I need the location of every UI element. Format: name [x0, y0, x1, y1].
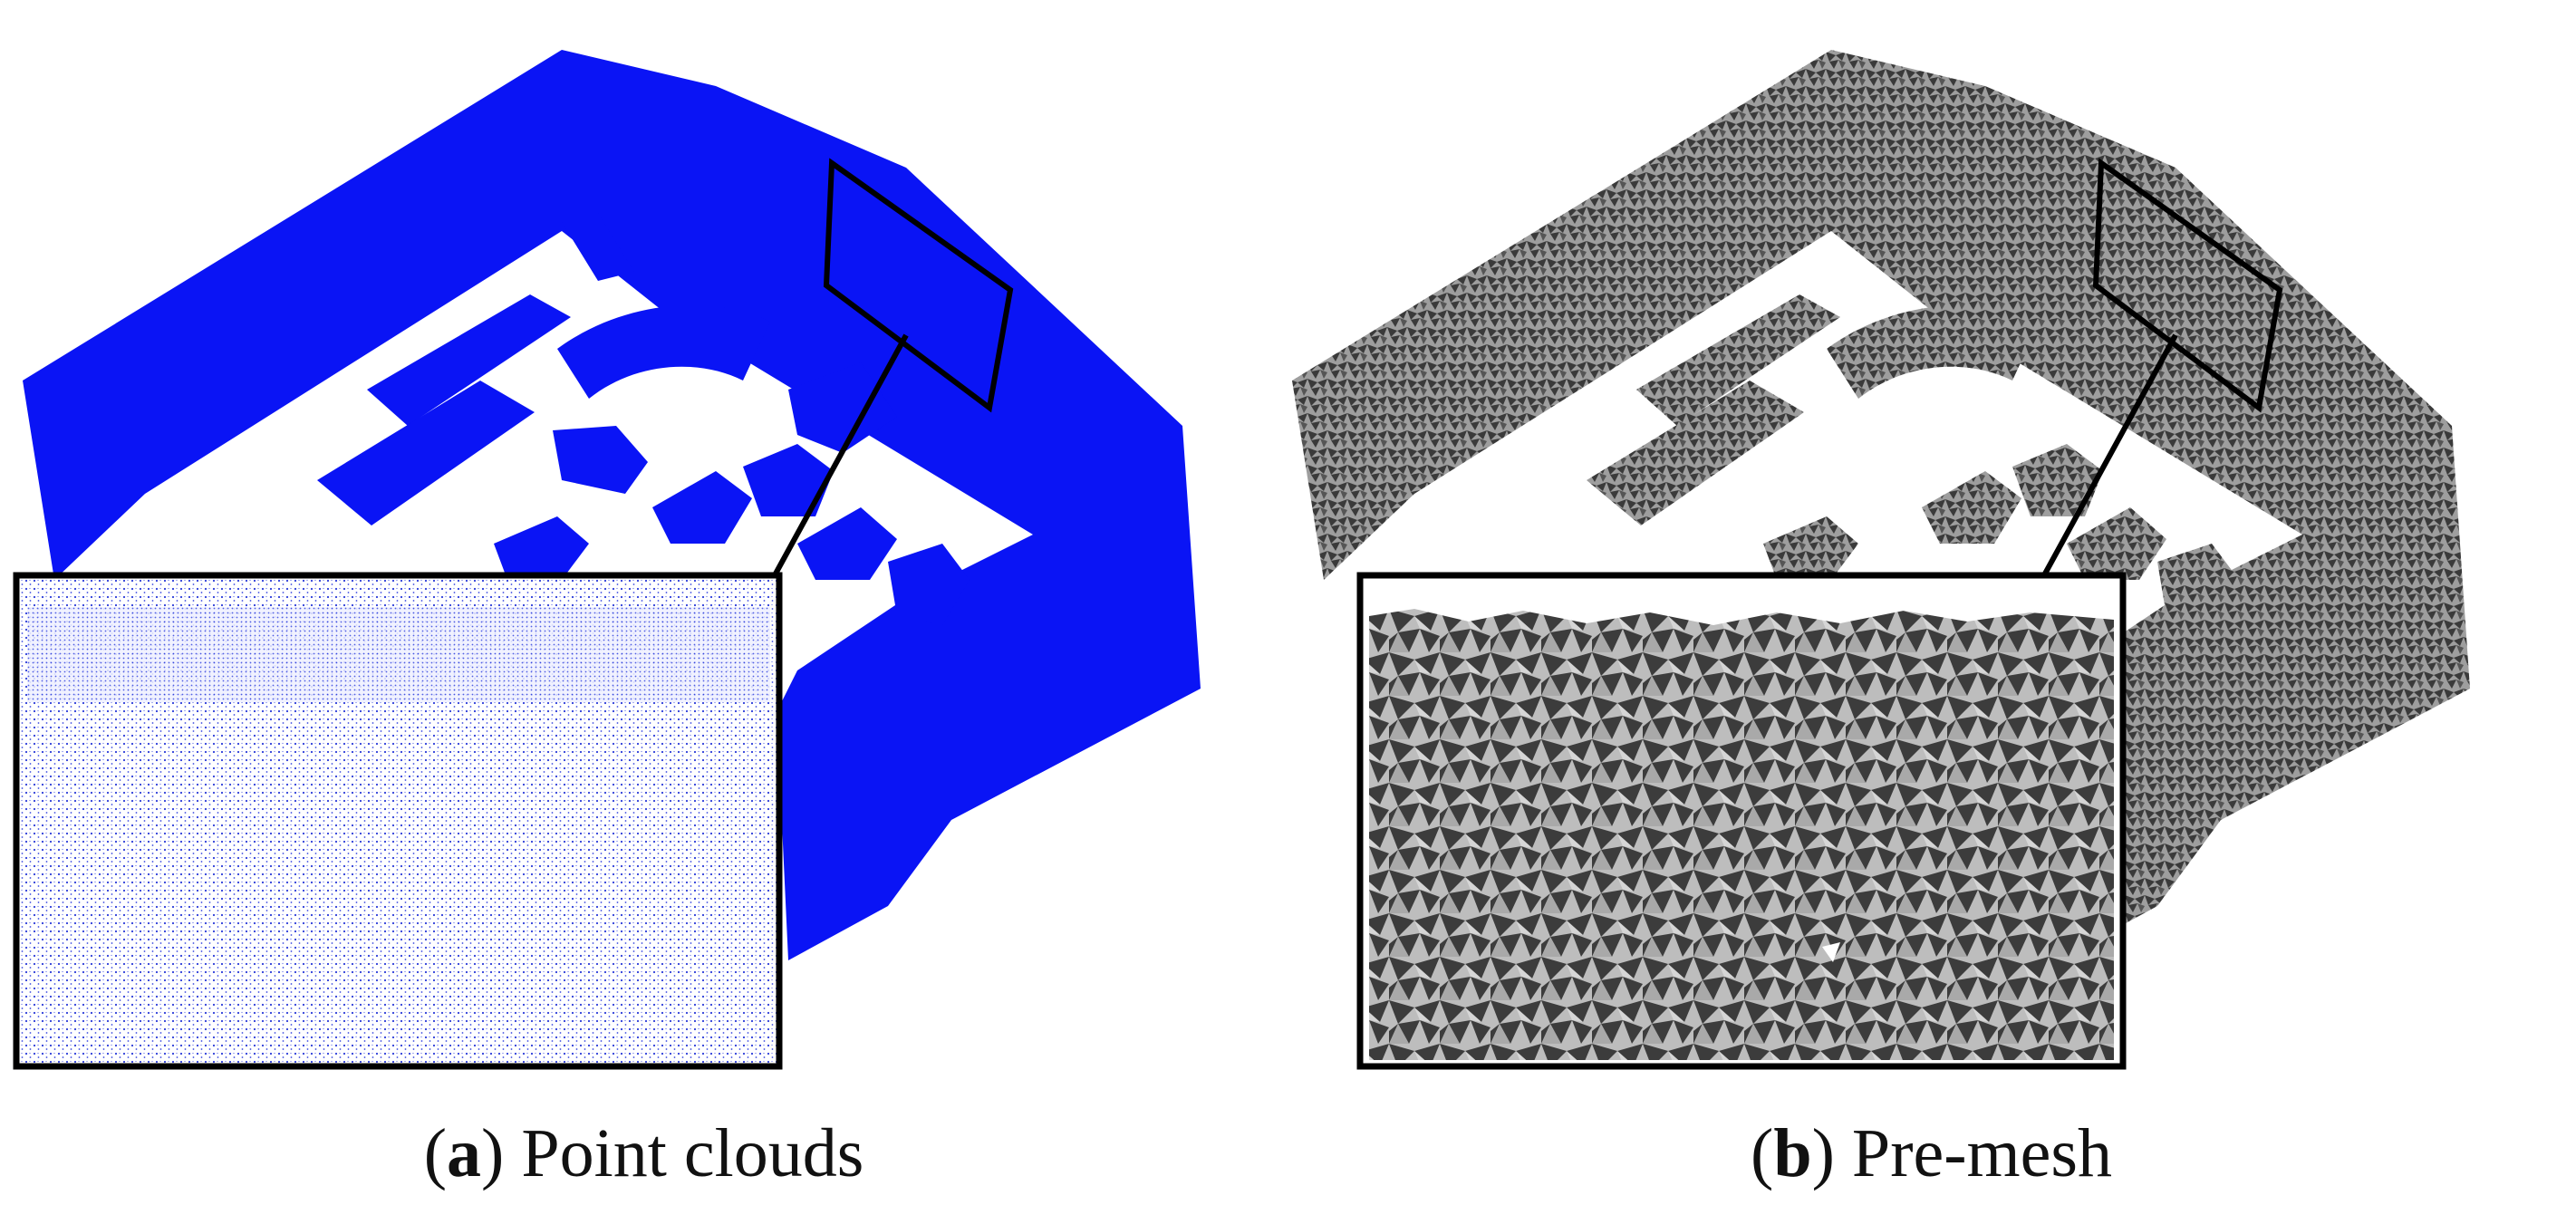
caption-a: (a) Point clouds — [423, 1115, 864, 1191]
zoom-indicator — [2041, 158, 2283, 577]
panel-a: (a) Point clouds — [13, 50, 1201, 1191]
point-cloud-figure — [13, 50, 1201, 1070]
caption-b-text: Pre-mesh — [1851, 1115, 2112, 1191]
caption-b-letter: b — [1773, 1115, 1812, 1191]
zoom-indicator — [772, 158, 1014, 577]
inset-zoom-box — [13, 572, 783, 1070]
panel-b: (b) Pre-mesh — [1288, 0, 2575, 1205]
caption-a-letter: a — [447, 1115, 482, 1191]
caption-a-text: Point clouds — [521, 1115, 864, 1191]
caption-b: (b) Pre-mesh — [1751, 1115, 2112, 1191]
interior-furniture — [1587, 294, 2239, 625]
inset-zoom-box — [1356, 572, 2127, 1070]
interior-furniture — [317, 213, 970, 625]
pre-mesh-figure — [1292, 50, 2470, 1070]
